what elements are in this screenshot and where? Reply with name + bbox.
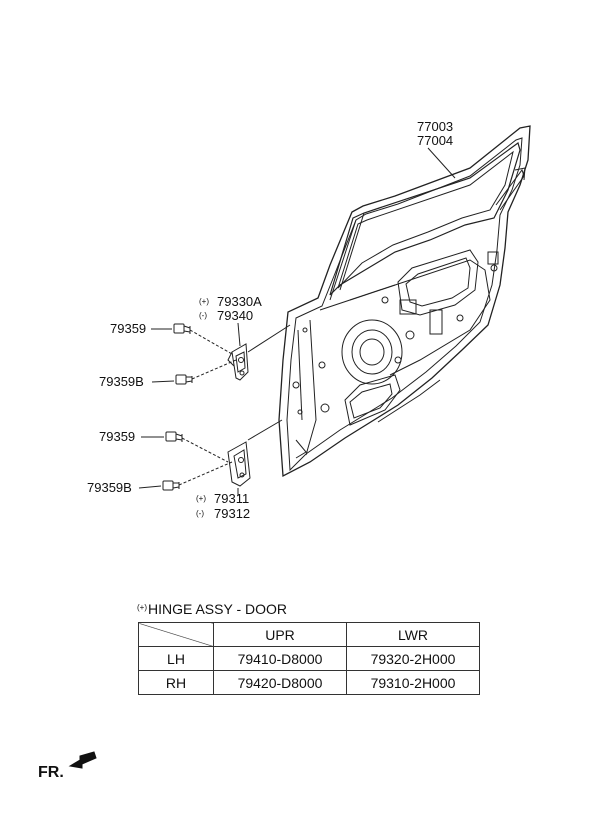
- label-upper-hinge-1: 79330A: [217, 294, 262, 309]
- front-indicator-label: FR.: [38, 764, 64, 781]
- table-header-row: UPR LWR: [138, 622, 480, 647]
- table-cell-upr: 79410-D8000: [213, 646, 347, 671]
- table-cell-lwr: 79320-2H000: [346, 646, 480, 671]
- bolt-lower-b: [162, 461, 233, 491]
- table-header-lwr: LWR: [346, 622, 480, 647]
- hinge-assy-table: UPR LWR LH 79410-D8000 79320-2H000 RH 79…: [138, 622, 480, 695]
- label-door-part-2: 77004: [417, 133, 454, 148]
- mark-minus-upper: (-): [199, 311, 207, 320]
- table-corner-cell: [138, 622, 214, 647]
- table-cell-lwr: 79310-2H000: [346, 670, 480, 695]
- table-cell-upr: 79420-D8000: [213, 670, 347, 695]
- label-bolt-upper-b: 79359B: [99, 374, 144, 389]
- table-header-upr: UPR: [213, 622, 347, 647]
- label-door-part-1: 77003: [417, 119, 454, 134]
- lower-hinge: [227, 419, 283, 487]
- table-cell-side: LH: [138, 646, 214, 671]
- mark-minus-lower: (-): [196, 509, 204, 518]
- upper-hinge: [227, 324, 291, 381]
- table-cell-side: RH: [138, 670, 214, 695]
- bolt-lower-a: [165, 431, 229, 463]
- label-lower-hinge-1: 79311: [214, 491, 250, 506]
- front-arrow-icon: [68, 751, 97, 769]
- label-bolt-upper-a: 79359: [110, 321, 147, 336]
- label-bolt-lower-b: 79359B: [87, 480, 132, 495]
- leader-lines: [138, 147, 456, 496]
- label-bolt-lower-a: 79359: [99, 429, 136, 444]
- table-title: (+)HINGE ASSY - DOOR: [137, 600, 287, 617]
- table-title-mark: (+): [137, 603, 147, 612]
- bolt-upper-b: [175, 359, 237, 385]
- table-row: LH 79410-D8000 79320-2H000: [138, 646, 480, 671]
- mark-plus-upper: (+): [199, 297, 209, 306]
- table-row: RH 79420-D8000 79310-2H000: [138, 670, 480, 695]
- rear-door-panel: [278, 125, 531, 478]
- bolt-upper-a: [173, 323, 233, 355]
- label-lower-hinge-2: 79312: [214, 506, 251, 521]
- mark-plus-lower: (+): [196, 494, 206, 503]
- table-title-text: HINGE ASSY - DOOR: [148, 601, 287, 617]
- label-upper-hinge-2: 79340: [217, 308, 254, 323]
